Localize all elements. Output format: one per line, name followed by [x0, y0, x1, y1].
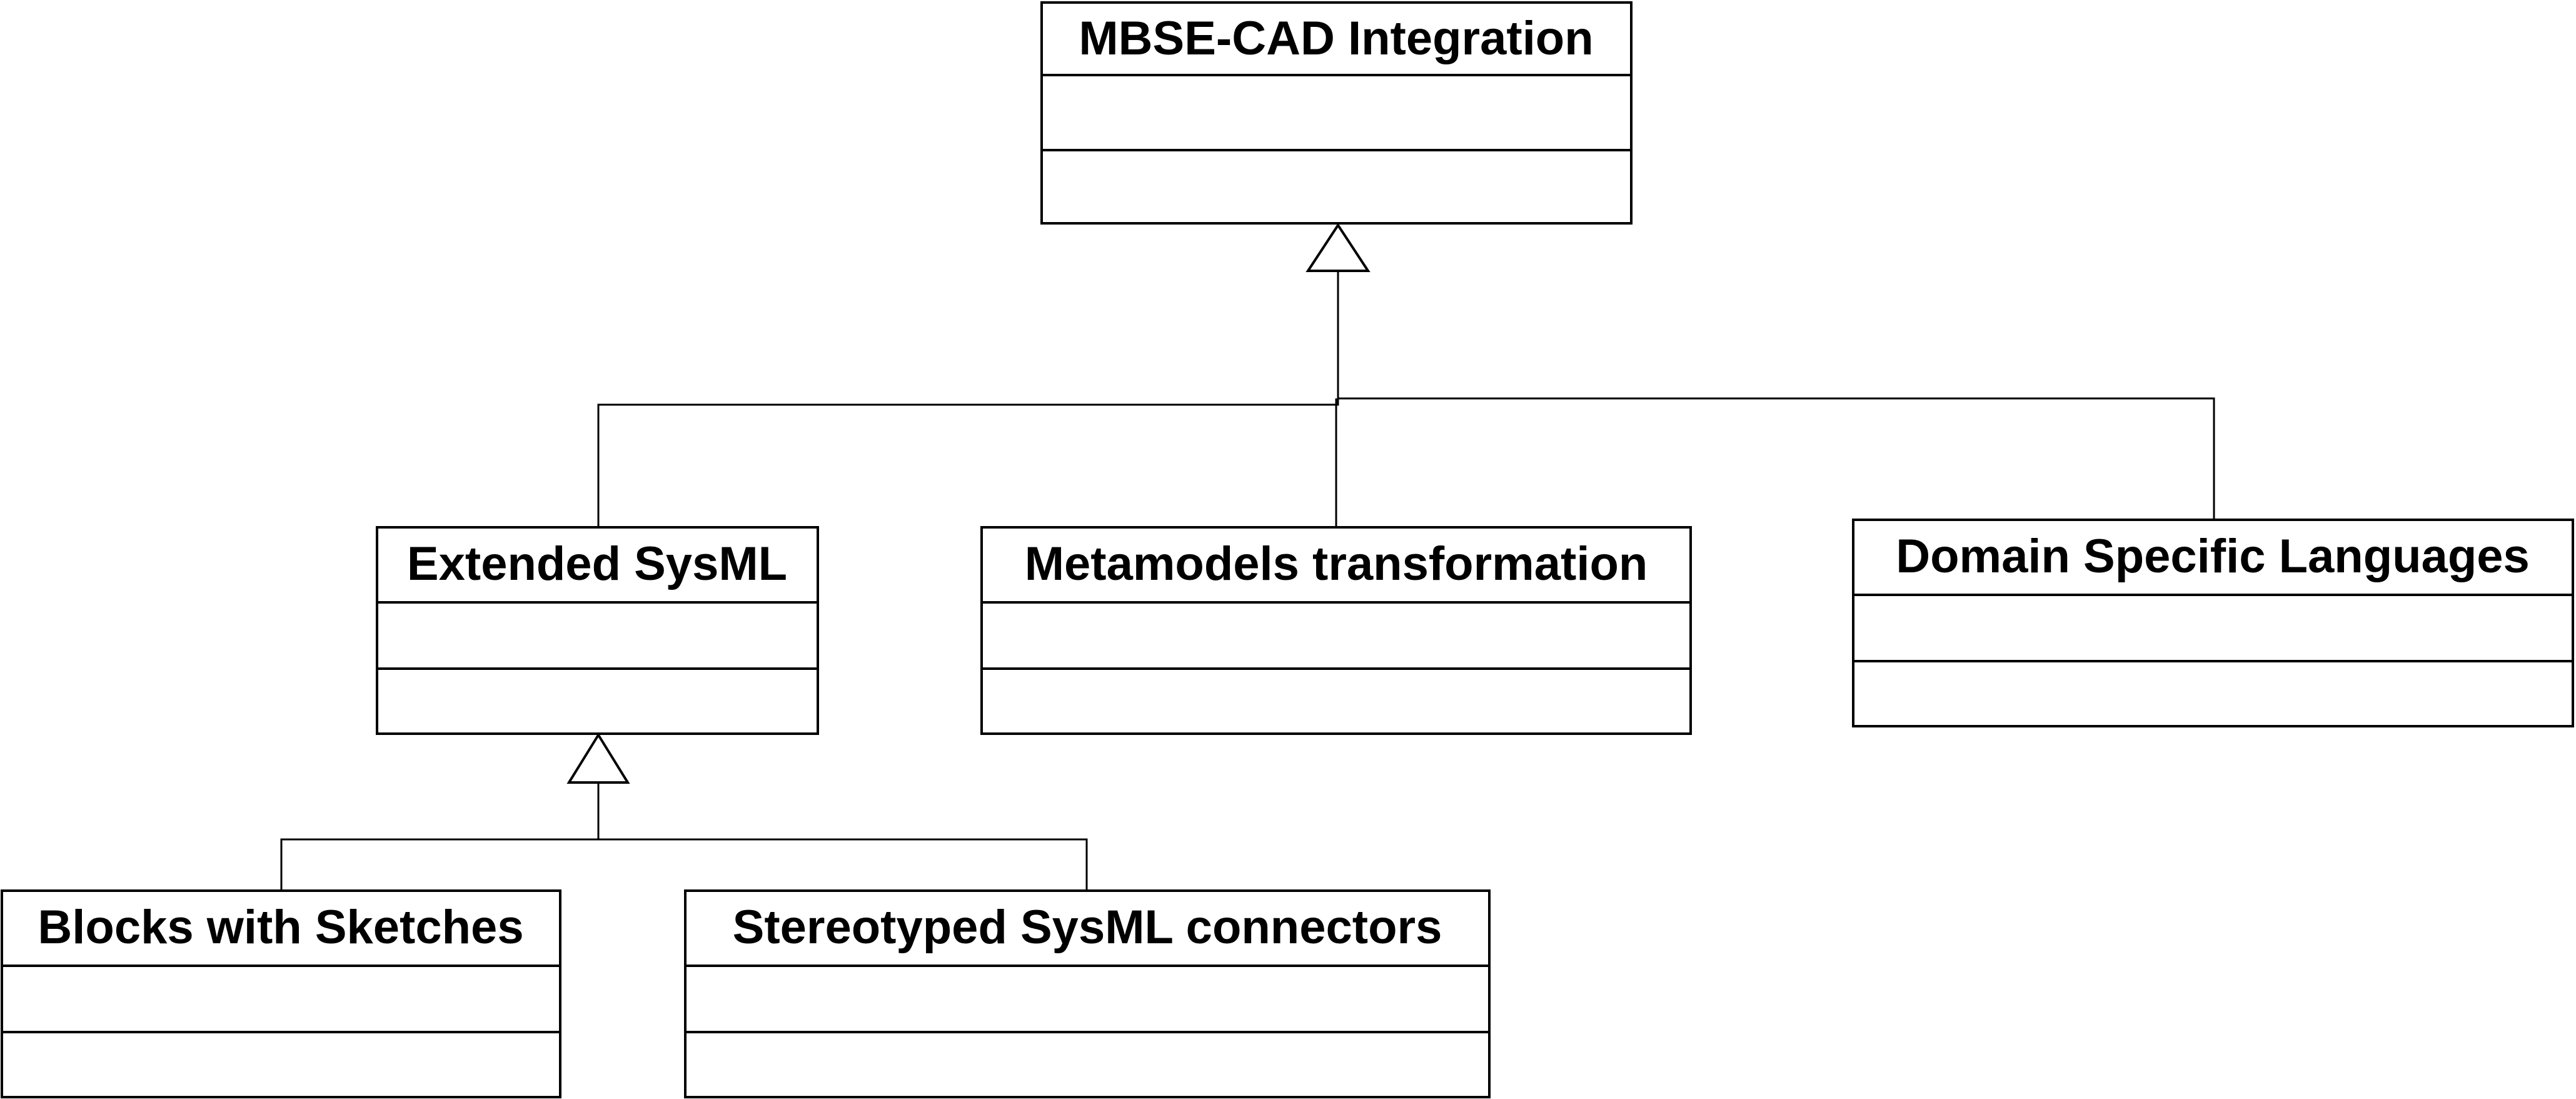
- class-box: [1852, 519, 2574, 727]
- class-box: [980, 526, 1692, 735]
- class-name: Stereotyped SysML connectors: [733, 901, 1442, 954]
- generalization-arrowhead-root: [1306, 223, 1371, 272]
- edge-dsl-to-root: [1338, 397, 2215, 520]
- class-name: Blocks with Sketches: [38, 901, 523, 954]
- edges-to-root: [597, 223, 2215, 527]
- edge-blocks-to-extended-sysml: [280, 838, 1088, 891]
- class-box: [684, 889, 1491, 1098]
- class-name: MBSE-CAD Integration: [1079, 12, 1593, 65]
- class-stereotyped-sysml-connectors[interactable]: Stereotyped SysML connectors: [684, 889, 1491, 1098]
- class-name: Domain Specific Languages: [1896, 530, 2530, 583]
- generalization-arrowhead-extended-sysml: [566, 732, 630, 784]
- class-metamodels-transformation[interactable]: Metamodels transformation: [980, 526, 1692, 735]
- class-mbse-cad-integration[interactable]: MBSE-CAD Integration: [1040, 1, 1633, 225]
- class-box: [376, 526, 819, 735]
- class-blocks-with-sketches[interactable]: Blocks with Sketches: [1, 889, 561, 1098]
- class-name: Extended SysML: [407, 537, 787, 590]
- class-box: [1040, 1, 1633, 225]
- class-extended-sysml[interactable]: Extended SysML: [376, 526, 819, 735]
- class-name: Metamodels transformation: [1025, 537, 1648, 590]
- class-box: [1, 889, 561, 1098]
- class-domain-specific-languages[interactable]: Domain Specific Languages: [1852, 519, 2574, 727]
- edge-extended-sysml-to-root: [597, 268, 1339, 527]
- edges-to-extended-sysml: [280, 732, 1088, 891]
